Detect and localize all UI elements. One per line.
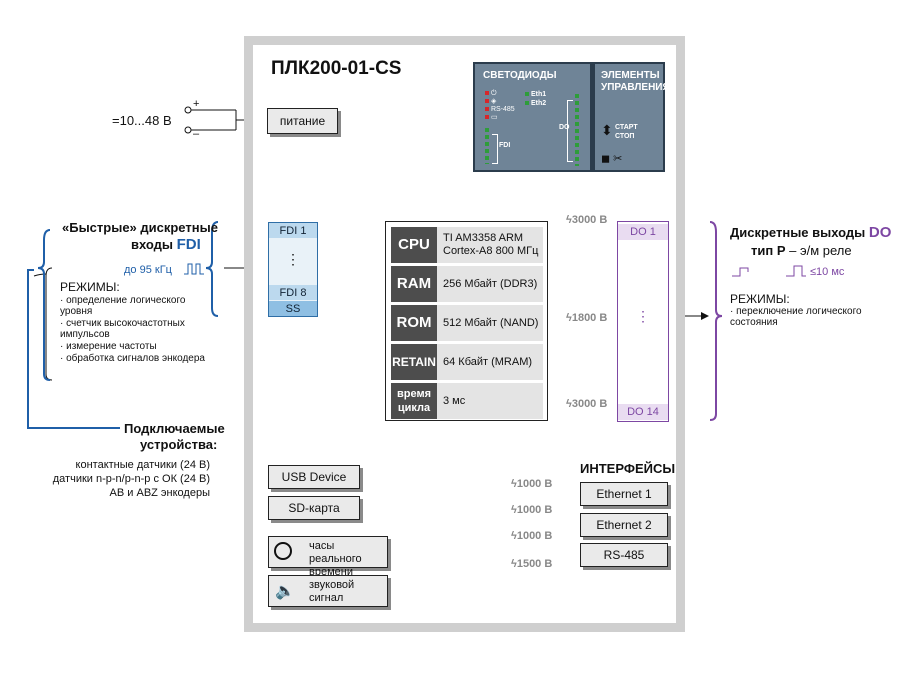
power-minus: –: [193, 128, 200, 140]
power-supply-box: питание: [267, 108, 338, 134]
fdi-cell-8: FDI 8: [269, 285, 317, 300]
clock-icon: [274, 542, 292, 560]
led-status-list: ⏻ ◈ RS-485 ▭: [485, 90, 515, 122]
rs485-box: RS-485: [580, 543, 668, 567]
controls-panel-title-1: ЭЛЕМЕНТЫ: [601, 70, 660, 81]
isolation-do-bottom: ϟ3000 В: [566, 398, 608, 410]
isolation-rs485-b: ϟ1500 В: [511, 558, 553, 570]
do-cell-ellipsis: ⋮: [636, 308, 650, 324]
panel-divider: [590, 64, 591, 170]
retain-row: RETAIN 64 Кбайт (MRAM): [391, 344, 543, 380]
do-cell-1: DO 1: [618, 224, 668, 240]
eth-led-list: Eth1 Eth2: [525, 90, 546, 108]
fdi-leds: [485, 128, 489, 164]
reset-button-icon: ◼ ✂: [601, 153, 623, 165]
eth2-led-label: Eth2: [530, 100, 547, 107]
usb-device-box: USB Device: [268, 465, 360, 489]
fdi-column: FDI 1 ⋮ FDI 8 SS: [268, 222, 318, 317]
interfaces-title: ИНТЕРФЕЙСЫ: [580, 461, 676, 476]
do-led-bracket: [567, 100, 573, 162]
isolation-eth1: ϟ1000 В: [511, 478, 553, 490]
cpu-row-label: CPU: [391, 227, 437, 263]
device-title: ПЛК200-01-CS: [271, 58, 402, 79]
do-led-label: DO: [559, 124, 570, 131]
connected-item: датчики n-p-n/p-n-p с ОК (24 В): [52, 473, 210, 485]
rs485-led-label: RS-485: [490, 106, 515, 113]
fdi-mode: · счетчик высокочастотных импульсов: [60, 318, 185, 340]
fdi-heading-2: входы FDI: [131, 236, 201, 253]
controls-panel-title-2: УПРАВЛЕНИЯ: [601, 82, 670, 93]
power-plus: +: [193, 98, 200, 110]
fdi-led-bracket: [492, 134, 498, 164]
power-led: [485, 91, 489, 95]
ram-row-value: 256 Мбайт (DDR3): [443, 277, 538, 290]
cycle-row-value: 3 мс: [443, 394, 466, 407]
ram-row: RAM 256 Мбайт (DDR3): [391, 266, 543, 302]
retain-row-value: 64 Кбайт (MRAM): [443, 355, 533, 368]
leds-panel: СВЕТОДИОДЫ ⏻ ◈ RS-485 ▭ Eth1 Eth2 FDI DO: [473, 62, 593, 172]
sd-card-box: SD-карта: [268, 496, 360, 520]
isolation-do-top: ϟ3000 В: [566, 214, 608, 226]
fdi-cell-1: FDI 1: [269, 223, 317, 238]
cycle-row: время цикла 3 мс: [391, 383, 543, 419]
do-cell-14: DO 14: [618, 404, 668, 420]
do-heading: Дискретные выходы DO: [730, 224, 892, 241]
fdi-heading-1: «Быстрые» дискретные: [62, 220, 218, 235]
cycle-row-label: время цикла: [391, 383, 437, 419]
retain-row-label: RETAIN: [391, 344, 437, 380]
leds-panel-title: СВЕТОДИОДЫ: [483, 70, 557, 81]
switch-icon: ⬍: [601, 122, 613, 138]
fdi-modes-title: РЕЖИМЫ:: [60, 280, 120, 294]
isolation-rs485-a: ϟ1000 В: [511, 530, 553, 542]
fdi-mode: · измерение частоты: [60, 341, 157, 352]
eth2-led: [525, 101, 529, 105]
connected-item: контактные датчики (24 В): [75, 459, 210, 471]
stop-label: СТОП: [615, 133, 635, 140]
rom-row: ROM 512 Мбайт (NAND): [391, 305, 543, 341]
fdi-modes-list: · определение логического уровня · счетч…: [60, 295, 210, 364]
ram-row-label: RAM: [391, 266, 437, 302]
controls-panel: ЭЛЕМЕНТЫ УПРАВЛЕНИЯ ⬍ СТАРТ СТОП ◼ ✂: [593, 62, 670, 172]
do-switch-time: ≤10 мс: [810, 266, 845, 278]
rom-row-value: 512 Мбайт (NAND): [443, 316, 539, 329]
speaker-icon: 🔈: [275, 583, 295, 600]
connected-heading-2: устройства:: [140, 437, 218, 452]
start-label: СТАРТ: [615, 124, 638, 131]
status-led: [485, 99, 489, 103]
do-mode: · переключение логического состояния: [730, 306, 862, 328]
fdi-frequency: до 95 кГц: [124, 264, 172, 276]
ethernet-2-box: Ethernet 2: [580, 513, 668, 537]
fdi-mode: · обработка сигналов энкодера: [60, 353, 205, 364]
rs485-led: [485, 107, 489, 111]
eth1-led: [525, 92, 529, 96]
connected-heading-1: Подключаемые: [124, 421, 225, 436]
eth1-led-label: Eth1: [530, 91, 547, 98]
isolation-eth2: ϟ1000 В: [511, 504, 553, 516]
sd-led: [485, 115, 489, 119]
isolation-do-mid: ϟ1800 В: [566, 312, 608, 324]
fdi-ss-cell: SS: [269, 301, 317, 316]
do-type: тип Р – э/м реле: [751, 243, 852, 258]
do-modes-title: РЕЖИМЫ:: [730, 292, 790, 306]
do-leds: [575, 94, 579, 166]
connected-item: AB и ABZ энкодеры: [109, 487, 210, 499]
fdi-mode: · определение логического уровня: [60, 295, 186, 317]
fdi-led-label: FDI: [499, 142, 511, 149]
ethernet-1-box: Ethernet 1: [580, 482, 668, 506]
connected-list: контактные датчики (24 В) датчики n-p-n/…: [40, 458, 210, 500]
rom-row-label: ROM: [391, 305, 437, 341]
fdi-cell-ellipsis: ⋮: [286, 251, 300, 267]
power-voltage: =10...48 В: [112, 113, 172, 128]
do-column: DO 1 ⋮ DO 14: [617, 221, 669, 422]
